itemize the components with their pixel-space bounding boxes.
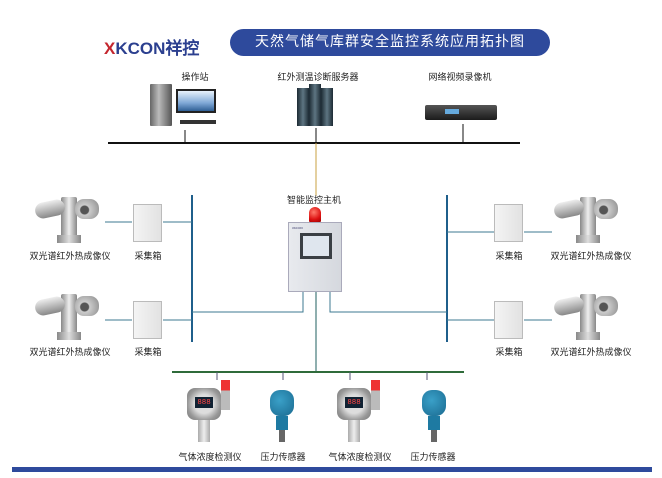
collection-box-icon bbox=[494, 204, 523, 242]
camera-label: 双光谱红外热成像仪 bbox=[550, 348, 632, 358]
gas-detector-icon: 888 bbox=[185, 380, 235, 442]
gas-detector-label: 气体浓度检测仪 bbox=[328, 453, 392, 463]
footer-bar bbox=[12, 467, 652, 472]
pressure-sensor-icon bbox=[420, 382, 448, 442]
thermal-camera-icon bbox=[33, 290, 105, 342]
gas-detector-icon: 888 bbox=[335, 380, 385, 442]
host-label: 智能监控主机 bbox=[286, 196, 342, 206]
box-label: 采集箱 bbox=[134, 252, 162, 262]
box-label: 采集箱 bbox=[495, 348, 523, 358]
collection-box-icon bbox=[133, 301, 162, 339]
collection-box-icon bbox=[133, 204, 162, 242]
page-title: 天然气储气库群安全监控系统应用拓扑图 bbox=[230, 29, 550, 56]
monitoring-host-icon: XKCON bbox=[288, 222, 342, 292]
pressure-sensor-icon bbox=[268, 382, 296, 442]
collection-box-icon bbox=[494, 301, 523, 339]
workstation-icon bbox=[150, 84, 220, 128]
server-icon bbox=[297, 84, 333, 126]
thermal-camera-icon bbox=[552, 290, 624, 342]
gas-detector-label: 气体浓度检测仪 bbox=[178, 453, 242, 463]
workstation-label: 操作站 bbox=[181, 73, 209, 83]
thermal-camera-icon bbox=[552, 193, 624, 245]
box-label: 采集箱 bbox=[495, 252, 523, 262]
camera-label: 双光谱红外热成像仪 bbox=[29, 252, 111, 262]
brand-logo: XKCON祥控 bbox=[104, 39, 200, 58]
pressure-sensor-label: 压力传感器 bbox=[410, 453, 456, 463]
thermal-camera-icon bbox=[33, 193, 105, 245]
alarm-light-icon bbox=[309, 207, 321, 222]
box-label: 采集箱 bbox=[134, 348, 162, 358]
pressure-sensor-label: 压力传感器 bbox=[260, 453, 306, 463]
nvr-label: 网络视频录像机 bbox=[428, 73, 492, 83]
camera-label: 双光谱红外热成像仪 bbox=[29, 348, 111, 358]
nvr-icon bbox=[425, 105, 497, 120]
server-label: 红外测温诊断服务器 bbox=[277, 73, 359, 83]
camera-label: 双光谱红外热成像仪 bbox=[550, 252, 632, 262]
